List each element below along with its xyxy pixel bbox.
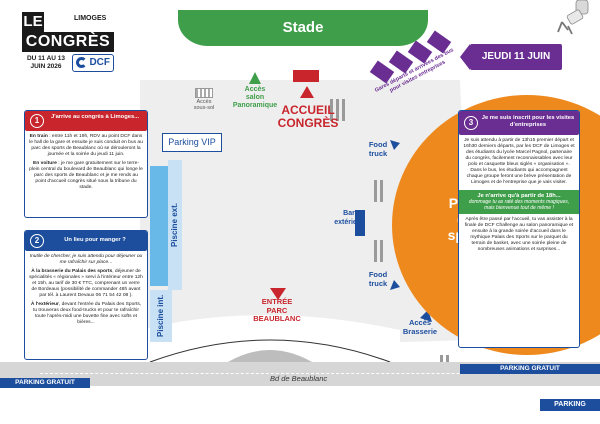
card-late-text: dommage tu as raté des moments magiques,… [468, 199, 570, 211]
parking-vip: Parking VIP [162, 133, 222, 152]
card-visits-after: Après être passé par l'accueil, tu vas a… [464, 217, 574, 252]
card-visits-header: 3 Je me suis inscrit pour les visites d'… [459, 111, 579, 135]
accueil-congres-label: ACCUEIL CONGRÈS [277, 103, 339, 130]
dcf-c-icon [76, 57, 87, 68]
piscine-int-label: Piscine int. [150, 290, 172, 342]
card-number-1: 1 [30, 114, 44, 128]
plaza [140, 315, 400, 362]
entree-arrow-icon [270, 288, 286, 300]
stade-area: Stade [178, 10, 428, 46]
walkway-area [140, 80, 470, 350]
jeudi-banner: JEUDI 11 JUIN [460, 44, 562, 70]
info-card-visits: 3 Je me suis inscrit pour les visites d'… [458, 110, 580, 348]
boulevard-label: Bd de Beaublanc [270, 374, 328, 383]
card-visits-text: Je suis attendu à partir de 13h15 premie… [463, 138, 575, 185]
road-center-line [40, 373, 580, 374]
logo-dates-line2: JUIN 2026 [30, 63, 62, 70]
roundabout [228, 350, 312, 362]
green-arrow-icon [249, 72, 261, 84]
card-number-2: 2 [30, 234, 44, 248]
card-food-header: 2 Un lieu pour manger ? [25, 231, 147, 251]
parking-bottom: PARKING [540, 399, 600, 411]
bar-exterieur-label: Bar extérieur [334, 210, 364, 226]
logo-congres: CONGRÈS [22, 32, 114, 52]
parking-gratuit-left: PARKING GRATUIT [0, 378, 90, 388]
acces-salon-label: Accès salon Panoramique [232, 86, 278, 109]
card-visits-title: Je me suis inscrit pour les visites d'en… [481, 115, 575, 128]
info-card-food: 2 Un lieu pour manger ? Inutile de cherc… [24, 230, 148, 360]
card-late-arrival: Je n'arrive qu'à partir de 18h... dommag… [459, 190, 579, 214]
card-number-3: 3 [464, 116, 478, 130]
card-arrival-header: 1 J'arrive au congrès à Limoges... [25, 111, 147, 131]
congres-logo: LE LIMOGES CONGRÈS DU 11 AU 13 JUIN 2026… [22, 12, 114, 74]
bus-bays [369, 30, 452, 84]
food-truck-arrow-icon [390, 140, 400, 150]
robot-arm-icon [557, 0, 589, 35]
dcf-brand-text: DCF [89, 57, 110, 68]
card-arrival-car: En voiture : je me gare gratuitement sur… [29, 161, 143, 190]
card-food-exterieur: À l'extérieur, devant l'entrée du Palais… [30, 302, 142, 325]
card-food-intro: Inutile de chercher, je suis attendu pou… [29, 254, 143, 265]
entree-parc-label: ENTRÉE PARC BEAUBLANC [253, 297, 301, 323]
outdoor-pool [150, 166, 168, 286]
info-card-arrival: 1 J'arrive au congrès à Limoges... En tr… [24, 110, 148, 218]
logo-dates-line1: DU 11 AU 13 [26, 55, 66, 62]
accueil-marker [293, 70, 319, 82]
acces-brasserie-label: Accès Brasserie [402, 318, 438, 336]
food-truck-1-label: Food truck [368, 140, 388, 158]
card-arrival-train: En train : entre 11h et 19h, RDV au poin… [29, 134, 143, 157]
card-food-brasserie: À la brasserie du Palais des sports, déj… [29, 269, 143, 298]
acces-sous-sol-label: Accès sous-sol [193, 99, 215, 111]
card-late-title: Je n'arrive qu'à partir de 18h... [477, 193, 561, 199]
food-truck-arrow-icon-2 [390, 280, 400, 290]
logo-dates: DU 11 AU 13 JUIN 2026 [22, 55, 70, 71]
logo-city: LIMOGES [74, 15, 107, 22]
bar-exterieur-marker [355, 210, 365, 236]
dcf-logo: DCF [72, 54, 114, 72]
card-food-title: Un lieu pour manger ? [64, 237, 126, 243]
red-arrow-icon [300, 86, 314, 98]
sous-sol-icon [195, 88, 213, 98]
piscine-ext-label: Piscine ext. [168, 160, 182, 290]
food-truck-2-label: Food truck [368, 270, 388, 288]
card-arrival-title: J'arrive au congrès à Limoges... [50, 114, 140, 120]
entrance-arc [149, 339, 391, 363]
parking-gratuit-right: PARKING GRATUIT [460, 364, 600, 374]
gates [330, 99, 449, 367]
logo-le: LE [22, 12, 44, 32]
